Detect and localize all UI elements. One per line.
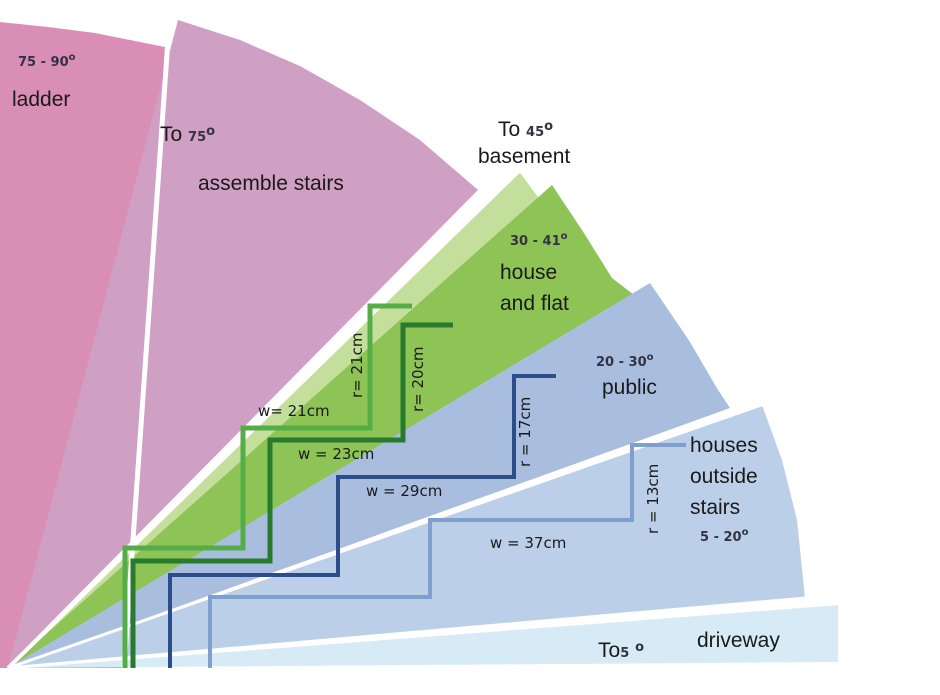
stair-profile-house: [130, 322, 453, 668]
houses-outside-sector: [8, 405, 805, 668]
basement-label: basement: [478, 145, 570, 168]
ladder-angle-range: 75 - 90o: [18, 52, 76, 70]
riser-17cm-label: r = 17cm: [516, 397, 534, 467]
house-label-line2: and flat: [500, 292, 569, 315]
public-angle-range: 20 - 30o: [596, 352, 654, 370]
outside-label-line1: houses: [690, 434, 758, 457]
public-label: public: [602, 376, 657, 399]
tread-21cm-label: w= 21cm: [258, 402, 330, 420]
house-label-line1: house: [500, 261, 557, 284]
outside-angle-range: 5 - 20o: [700, 527, 749, 545]
driveway-angle: To5 o: [598, 639, 644, 662]
stair-profile-assemble: [122, 303, 412, 668]
separator-line: [7, 596, 807, 670]
stair-profile-public: [168, 374, 556, 668]
assemble-stairs-angle: To 75o: [160, 123, 215, 146]
riser-21cm-label: r= 21cm: [348, 333, 366, 398]
riser-20cm-label: r= 20cm: [409, 347, 427, 412]
stair-profile-outside: [208, 443, 686, 668]
house-angle-range: 30 - 41o: [510, 231, 568, 249]
assemble-stairs-label: assemble stairs: [198, 172, 344, 195]
separator-line: [6, 166, 524, 670]
basement-sector: [8, 170, 552, 668]
tread-23cm-label: w = 23cm: [298, 445, 374, 463]
riser-13cm-label: r = 13cm: [644, 464, 662, 534]
assemble-stairs-sector: [8, 20, 478, 668]
ladder-label: ladder: [12, 88, 70, 111]
tread-29cm-label: w = 29cm: [366, 482, 442, 500]
driveway-label: driveway: [697, 629, 780, 652]
separator-line: [7, 603, 841, 669]
tread-37cm-label: w = 37cm: [490, 534, 566, 552]
outside-label-line3: stairs: [690, 496, 740, 519]
basement-angle: To 45o: [498, 118, 553, 141]
outside-label-line2: outside: [690, 465, 758, 488]
